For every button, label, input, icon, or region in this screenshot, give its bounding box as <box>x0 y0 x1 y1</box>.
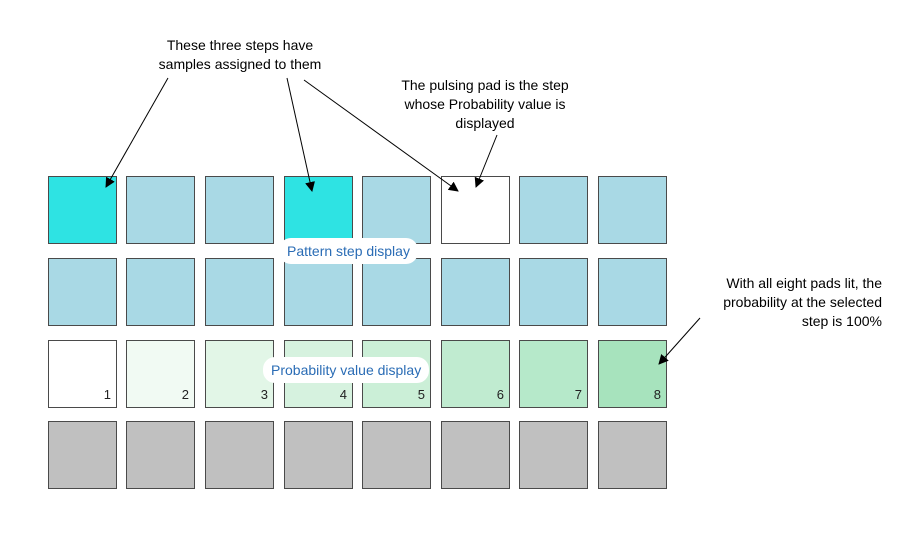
full-probability-note: With all eight pads lit, the probability… <box>723 275 882 329</box>
pattern-row-2-pad-3[interactable] <box>205 258 274 326</box>
pattern-row-1-pad-3[interactable] <box>205 176 274 244</box>
pattern-row-1-pad-7[interactable] <box>519 176 588 244</box>
probability-row-pad-3[interactable]: 3 <box>205 340 274 408</box>
pattern-row-2-pad-8[interactable] <box>598 258 667 326</box>
bottom-row-pad-4[interactable] <box>284 421 353 489</box>
bottom-row-pad-3[interactable] <box>205 421 274 489</box>
arrow-to-step-6 <box>303 79 459 192</box>
pattern-row-1-pad-1[interactable] <box>48 176 117 244</box>
samples-assigned-note: These three steps have samples assigned … <box>158 37 322 72</box>
arrow-to-step-1 <box>105 77 169 188</box>
bottom-row-pad-5[interactable] <box>362 421 431 489</box>
probability-row-pad-6[interactable]: 6 <box>441 340 510 408</box>
probability-step-number: 7 <box>574 387 582 402</box>
probability-step-number: 1 <box>103 387 111 402</box>
pattern-row-2-pad-2[interactable] <box>126 258 195 326</box>
probability-row-pad-7[interactable]: 7 <box>519 340 588 408</box>
pattern-row-2-pad-6[interactable] <box>441 258 510 326</box>
pattern-step-display-label: Pattern step display <box>279 238 418 264</box>
pattern-row-1-pad-8[interactable] <box>598 176 667 244</box>
pattern-row-2-pad-4[interactable] <box>284 258 353 326</box>
pattern-row-2-pad-5[interactable] <box>362 258 431 326</box>
probability-step-number: 3 <box>260 387 268 402</box>
arrow-to-step-4 <box>286 77 315 192</box>
bottom-row-pad-8[interactable] <box>598 421 667 489</box>
probability-step-number: 8 <box>653 387 661 402</box>
arrow-to-step-8 <box>658 317 701 365</box>
bottom-row-pad-2[interactable] <box>126 421 195 489</box>
probability-step-number: 6 <box>496 387 504 402</box>
probability-value-display-label: Probability value display <box>263 357 430 383</box>
pulsing-pad-note: The pulsing pad is the step whose Probab… <box>401 77 569 131</box>
probability-row-pad-1[interactable]: 1 <box>48 340 117 408</box>
pattern-row-2-pad-7[interactable] <box>519 258 588 326</box>
bottom-row-pad-1[interactable] <box>48 421 117 489</box>
bottom-row-pad-7[interactable] <box>519 421 588 489</box>
probability-step-number: 2 <box>181 387 189 402</box>
probability-step-number: 5 <box>417 387 425 402</box>
pattern-row-1-pad-5[interactable] <box>362 176 431 244</box>
probability-row-pad-8[interactable]: 8 <box>598 340 667 408</box>
probability-row-pad-2[interactable]: 2 <box>126 340 195 408</box>
probability-step-number: 4 <box>339 387 347 402</box>
pattern-row-1-pad-4[interactable] <box>284 176 353 244</box>
pattern-row-2-pad-1[interactable] <box>48 258 117 326</box>
arrow-from-pulsing-note <box>474 134 498 188</box>
pattern-row-1-pad-2[interactable] <box>126 176 195 244</box>
bottom-row-pad-6[interactable] <box>441 421 510 489</box>
